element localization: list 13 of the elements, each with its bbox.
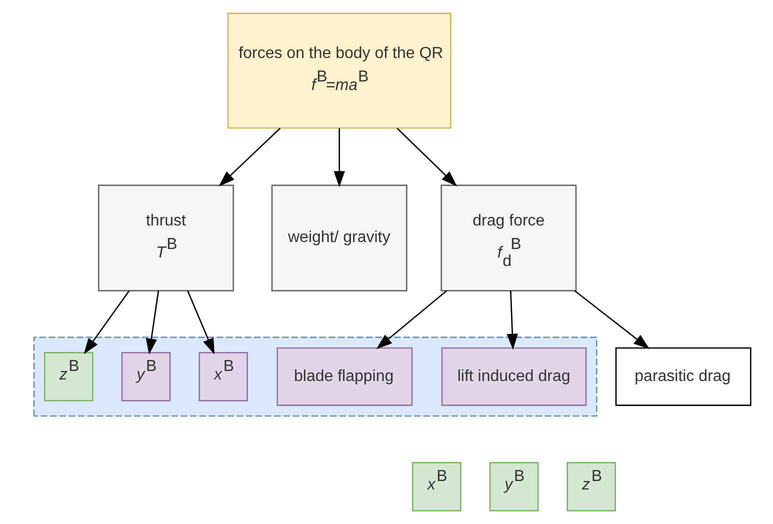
node-box: parasitic drag <box>614 347 751 406</box>
node-box: weight/ gravity <box>270 184 407 292</box>
arrow <box>145 290 159 355</box>
arrow <box>218 128 280 187</box>
node-box: blade flapping <box>276 347 412 406</box>
arrow <box>574 290 650 350</box>
arrow <box>186 290 214 355</box>
arrow <box>376 290 447 350</box>
arrow <box>396 128 457 187</box>
arrow <box>506 290 518 350</box>
arrow <box>83 290 130 354</box>
arrow <box>333 128 344 188</box>
node-box: lift induced drag <box>440 347 586 406</box>
